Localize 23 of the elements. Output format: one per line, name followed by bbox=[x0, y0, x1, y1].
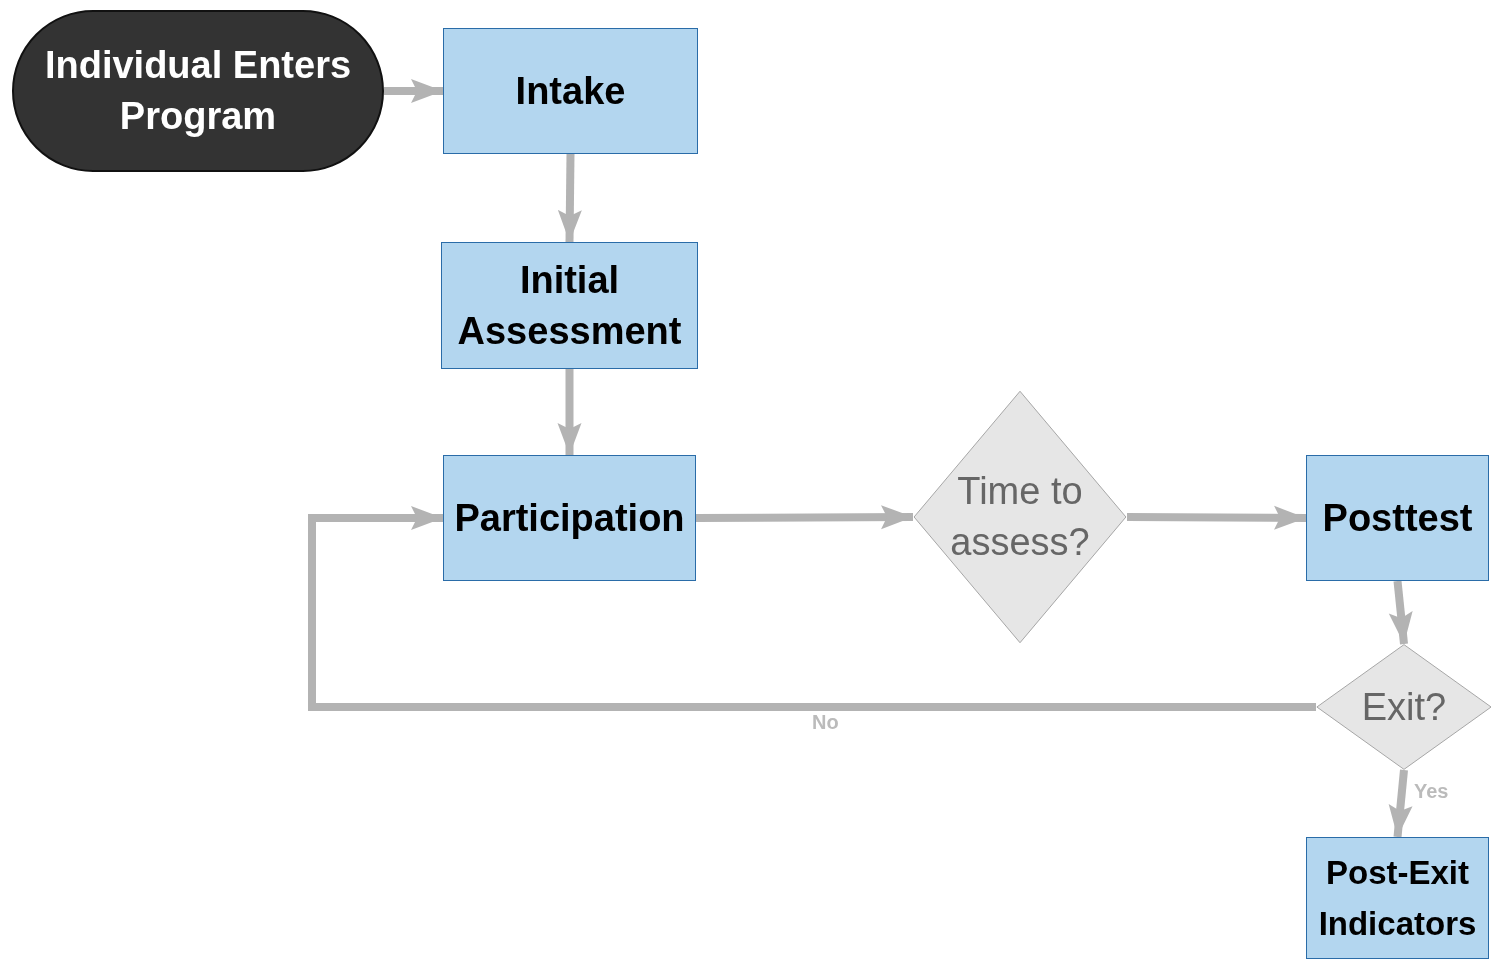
arrow bbox=[1388, 580, 1413, 645]
decision-diamond bbox=[1316, 644, 1491, 770]
node-label: Individual Enters Program bbox=[43, 43, 353, 139]
arrow bbox=[557, 369, 582, 455]
node-label: Post-Exit Indicators bbox=[1317, 853, 1478, 944]
decision-diamond bbox=[913, 390, 1127, 644]
arrow bbox=[557, 153, 582, 243]
process-box bbox=[1306, 837, 1489, 959]
node-label: Exit? bbox=[1360, 684, 1448, 730]
node-label: Participation bbox=[454, 495, 685, 541]
process-box bbox=[1306, 455, 1489, 581]
arrow bbox=[1126, 505, 1307, 530]
node-label: Posttest bbox=[1322, 495, 1473, 541]
arrow bbox=[1388, 769, 1413, 838]
node-label: Time to assess? bbox=[949, 469, 1091, 565]
arrow bbox=[384, 79, 443, 103]
arrow bbox=[696, 505, 913, 530]
process-box bbox=[441, 242, 698, 369]
arrow bbox=[308, 506, 1316, 711]
node-label: Initial Assessment bbox=[456, 257, 683, 354]
node-label: Intake bbox=[515, 68, 626, 114]
process-box bbox=[443, 455, 696, 581]
process-box bbox=[443, 28, 698, 154]
